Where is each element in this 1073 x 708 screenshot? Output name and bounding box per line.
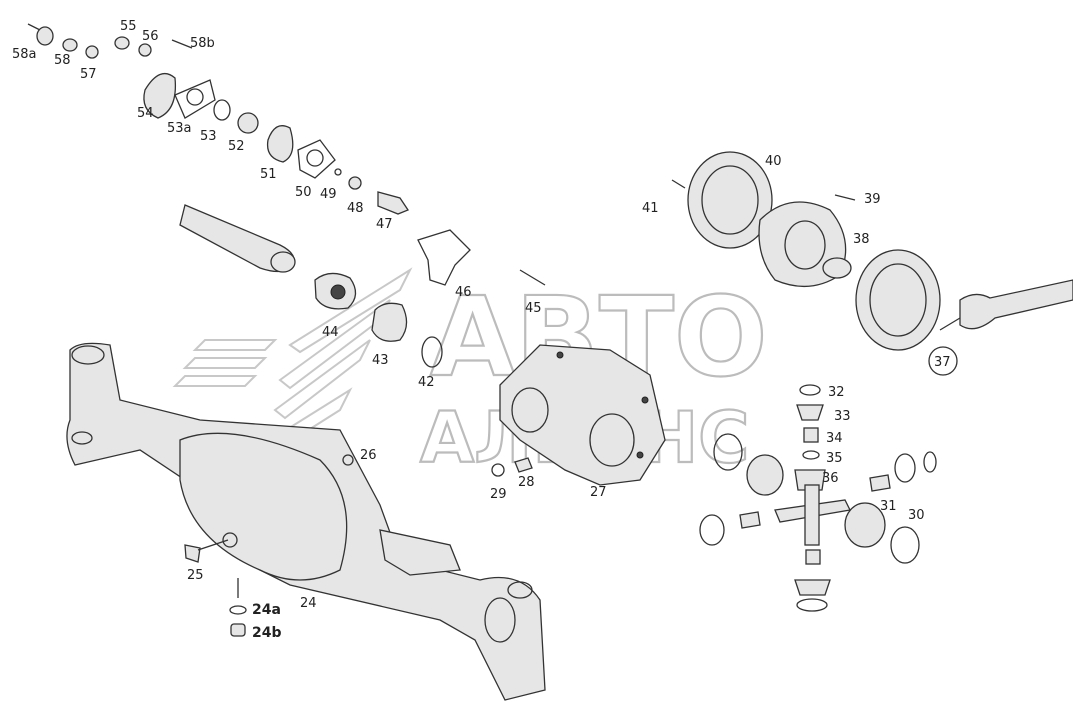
part-29	[491, 463, 505, 477]
part-30	[890, 526, 920, 564]
part-53	[213, 99, 231, 121]
label-44: 44	[322, 325, 339, 340]
housing-cover	[179, 432, 348, 581]
part-53a	[174, 79, 216, 119]
label-35: 35	[826, 451, 843, 466]
label-30: 30	[908, 508, 925, 523]
top-small-parts	[27, 23, 409, 215]
label-53a: 53a	[167, 121, 192, 136]
label-24b: 24b	[252, 625, 282, 641]
label-51: 51	[260, 167, 277, 182]
part-45	[519, 269, 546, 286]
part-47	[377, 191, 409, 215]
part-34	[803, 427, 819, 443]
part-24b	[230, 623, 246, 637]
side-gear-left	[746, 454, 784, 496]
label-24a: 24a	[252, 602, 281, 618]
label-25: 25	[187, 568, 204, 583]
part-35	[802, 450, 820, 460]
ring-gear-group	[671, 151, 1073, 376]
part-56	[138, 43, 152, 57]
part-26	[342, 454, 354, 466]
part-28	[514, 457, 533, 473]
part-31	[844, 502, 886, 548]
part-24a	[229, 605, 247, 615]
part-51	[266, 125, 294, 163]
part-39	[834, 194, 856, 201]
part-number-labels: 58a 58 57 55 56 58b 54 53a 53 52 51 50 4…	[12, 19, 951, 641]
label-37: 37	[934, 355, 951, 370]
label-40: 40	[765, 154, 782, 169]
part-58a-stud	[27, 23, 41, 31]
ring-gear	[855, 249, 941, 351]
part-58a	[36, 26, 54, 46]
label-36: 36	[822, 471, 839, 486]
label-34: 34	[826, 431, 843, 446]
part-24-plug	[222, 532, 238, 548]
label-58: 58	[54, 53, 71, 68]
label-31: 31	[880, 499, 897, 514]
part-43	[371, 302, 408, 342]
label-52: 52	[228, 139, 245, 154]
label-27: 27	[590, 485, 607, 500]
label-57: 57	[80, 67, 97, 82]
label-55: 55	[120, 19, 137, 34]
label-48: 48	[347, 201, 364, 216]
label-42: 42	[418, 375, 435, 390]
label-33: 33	[834, 409, 851, 424]
part-37-callout	[928, 346, 958, 376]
label-58b: 58b	[190, 36, 215, 51]
part-46	[417, 229, 471, 286]
part-25	[184, 544, 201, 563]
pinion-shaft	[959, 279, 1073, 330]
label-54: 54	[137, 106, 154, 121]
spider-gear-set	[699, 384, 937, 612]
part-55	[114, 36, 130, 50]
label-49: 49	[320, 187, 337, 202]
part-57	[85, 45, 99, 59]
label-38: 38	[853, 232, 870, 247]
axle-shaft-group	[179, 204, 546, 368]
label-26: 26	[360, 448, 377, 463]
label-47: 47	[376, 217, 393, 232]
label-53: 53	[200, 129, 217, 144]
axle-housing	[66, 342, 546, 701]
label-46: 46	[455, 285, 472, 300]
label-28: 28	[518, 475, 535, 490]
label-56: 56	[142, 29, 159, 44]
part-41	[671, 179, 686, 189]
label-45: 45	[525, 301, 542, 316]
part-58	[62, 38, 78, 52]
label-39: 39	[864, 192, 881, 207]
label-50: 50	[295, 185, 312, 200]
part-50	[297, 139, 336, 179]
part-27	[499, 344, 666, 486]
part-52	[237, 112, 259, 134]
part-49	[334, 168, 342, 176]
part-33	[796, 404, 824, 421]
label-58a: 58a	[12, 47, 37, 62]
label-24: 24	[300, 596, 317, 611]
part-40	[687, 151, 773, 249]
part-54	[143, 72, 177, 119]
part-32	[799, 384, 821, 396]
label-32: 32	[828, 385, 845, 400]
label-43: 43	[372, 353, 389, 368]
part-42	[421, 336, 443, 368]
part-58b	[171, 39, 193, 49]
differential-carrier	[491, 344, 666, 486]
part-48	[348, 176, 362, 190]
label-29: 29	[490, 487, 507, 502]
label-41: 41	[642, 201, 659, 216]
